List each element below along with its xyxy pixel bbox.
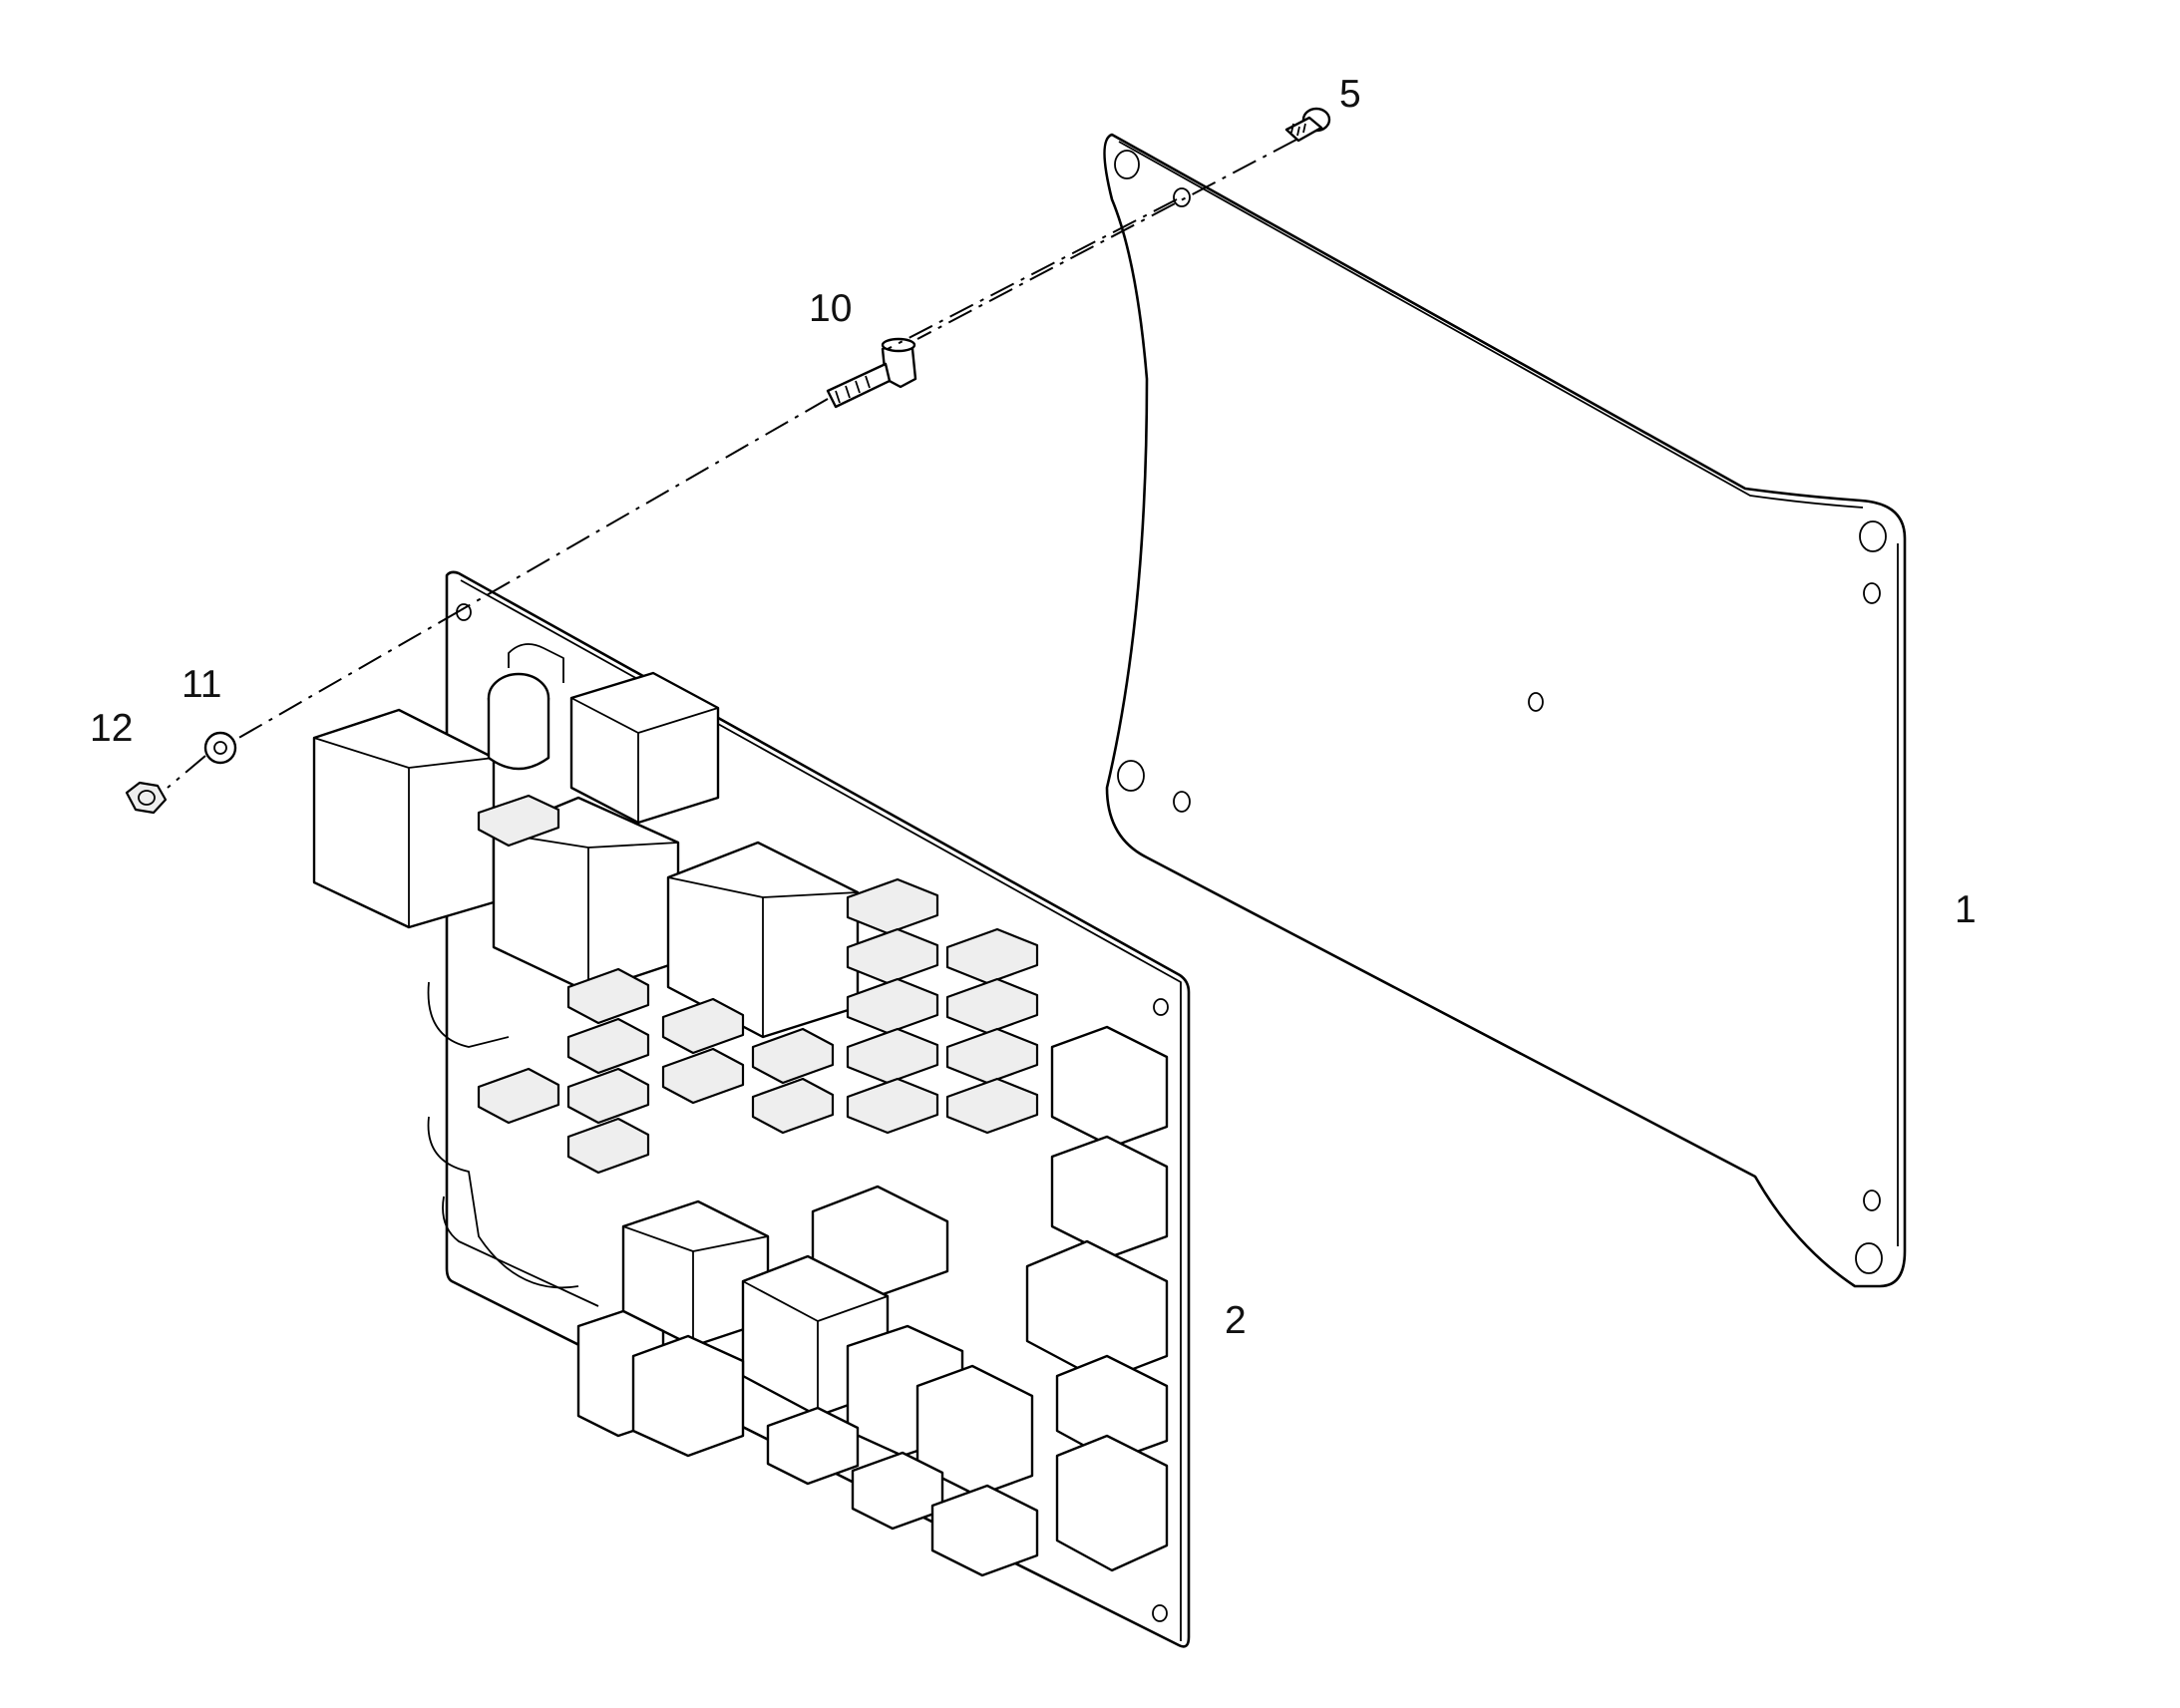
callout-5: 5 (1339, 73, 1361, 116)
screw (1284, 107, 1331, 143)
fuse-block (477, 794, 1039, 1175)
callout-1: 1 (1955, 888, 1977, 931)
standoff (826, 337, 917, 409)
mounting-plate (1103, 133, 1907, 1288)
assembly-axis-line (167, 139, 1297, 789)
circuit-board (312, 570, 1191, 1648)
callout-2: 2 (1225, 1299, 1247, 1342)
callout-11: 11 (182, 663, 222, 706)
nut (125, 781, 168, 815)
washer (203, 731, 237, 765)
callout-10: 10 (809, 287, 853, 330)
callout-12: 12 (90, 707, 134, 750)
